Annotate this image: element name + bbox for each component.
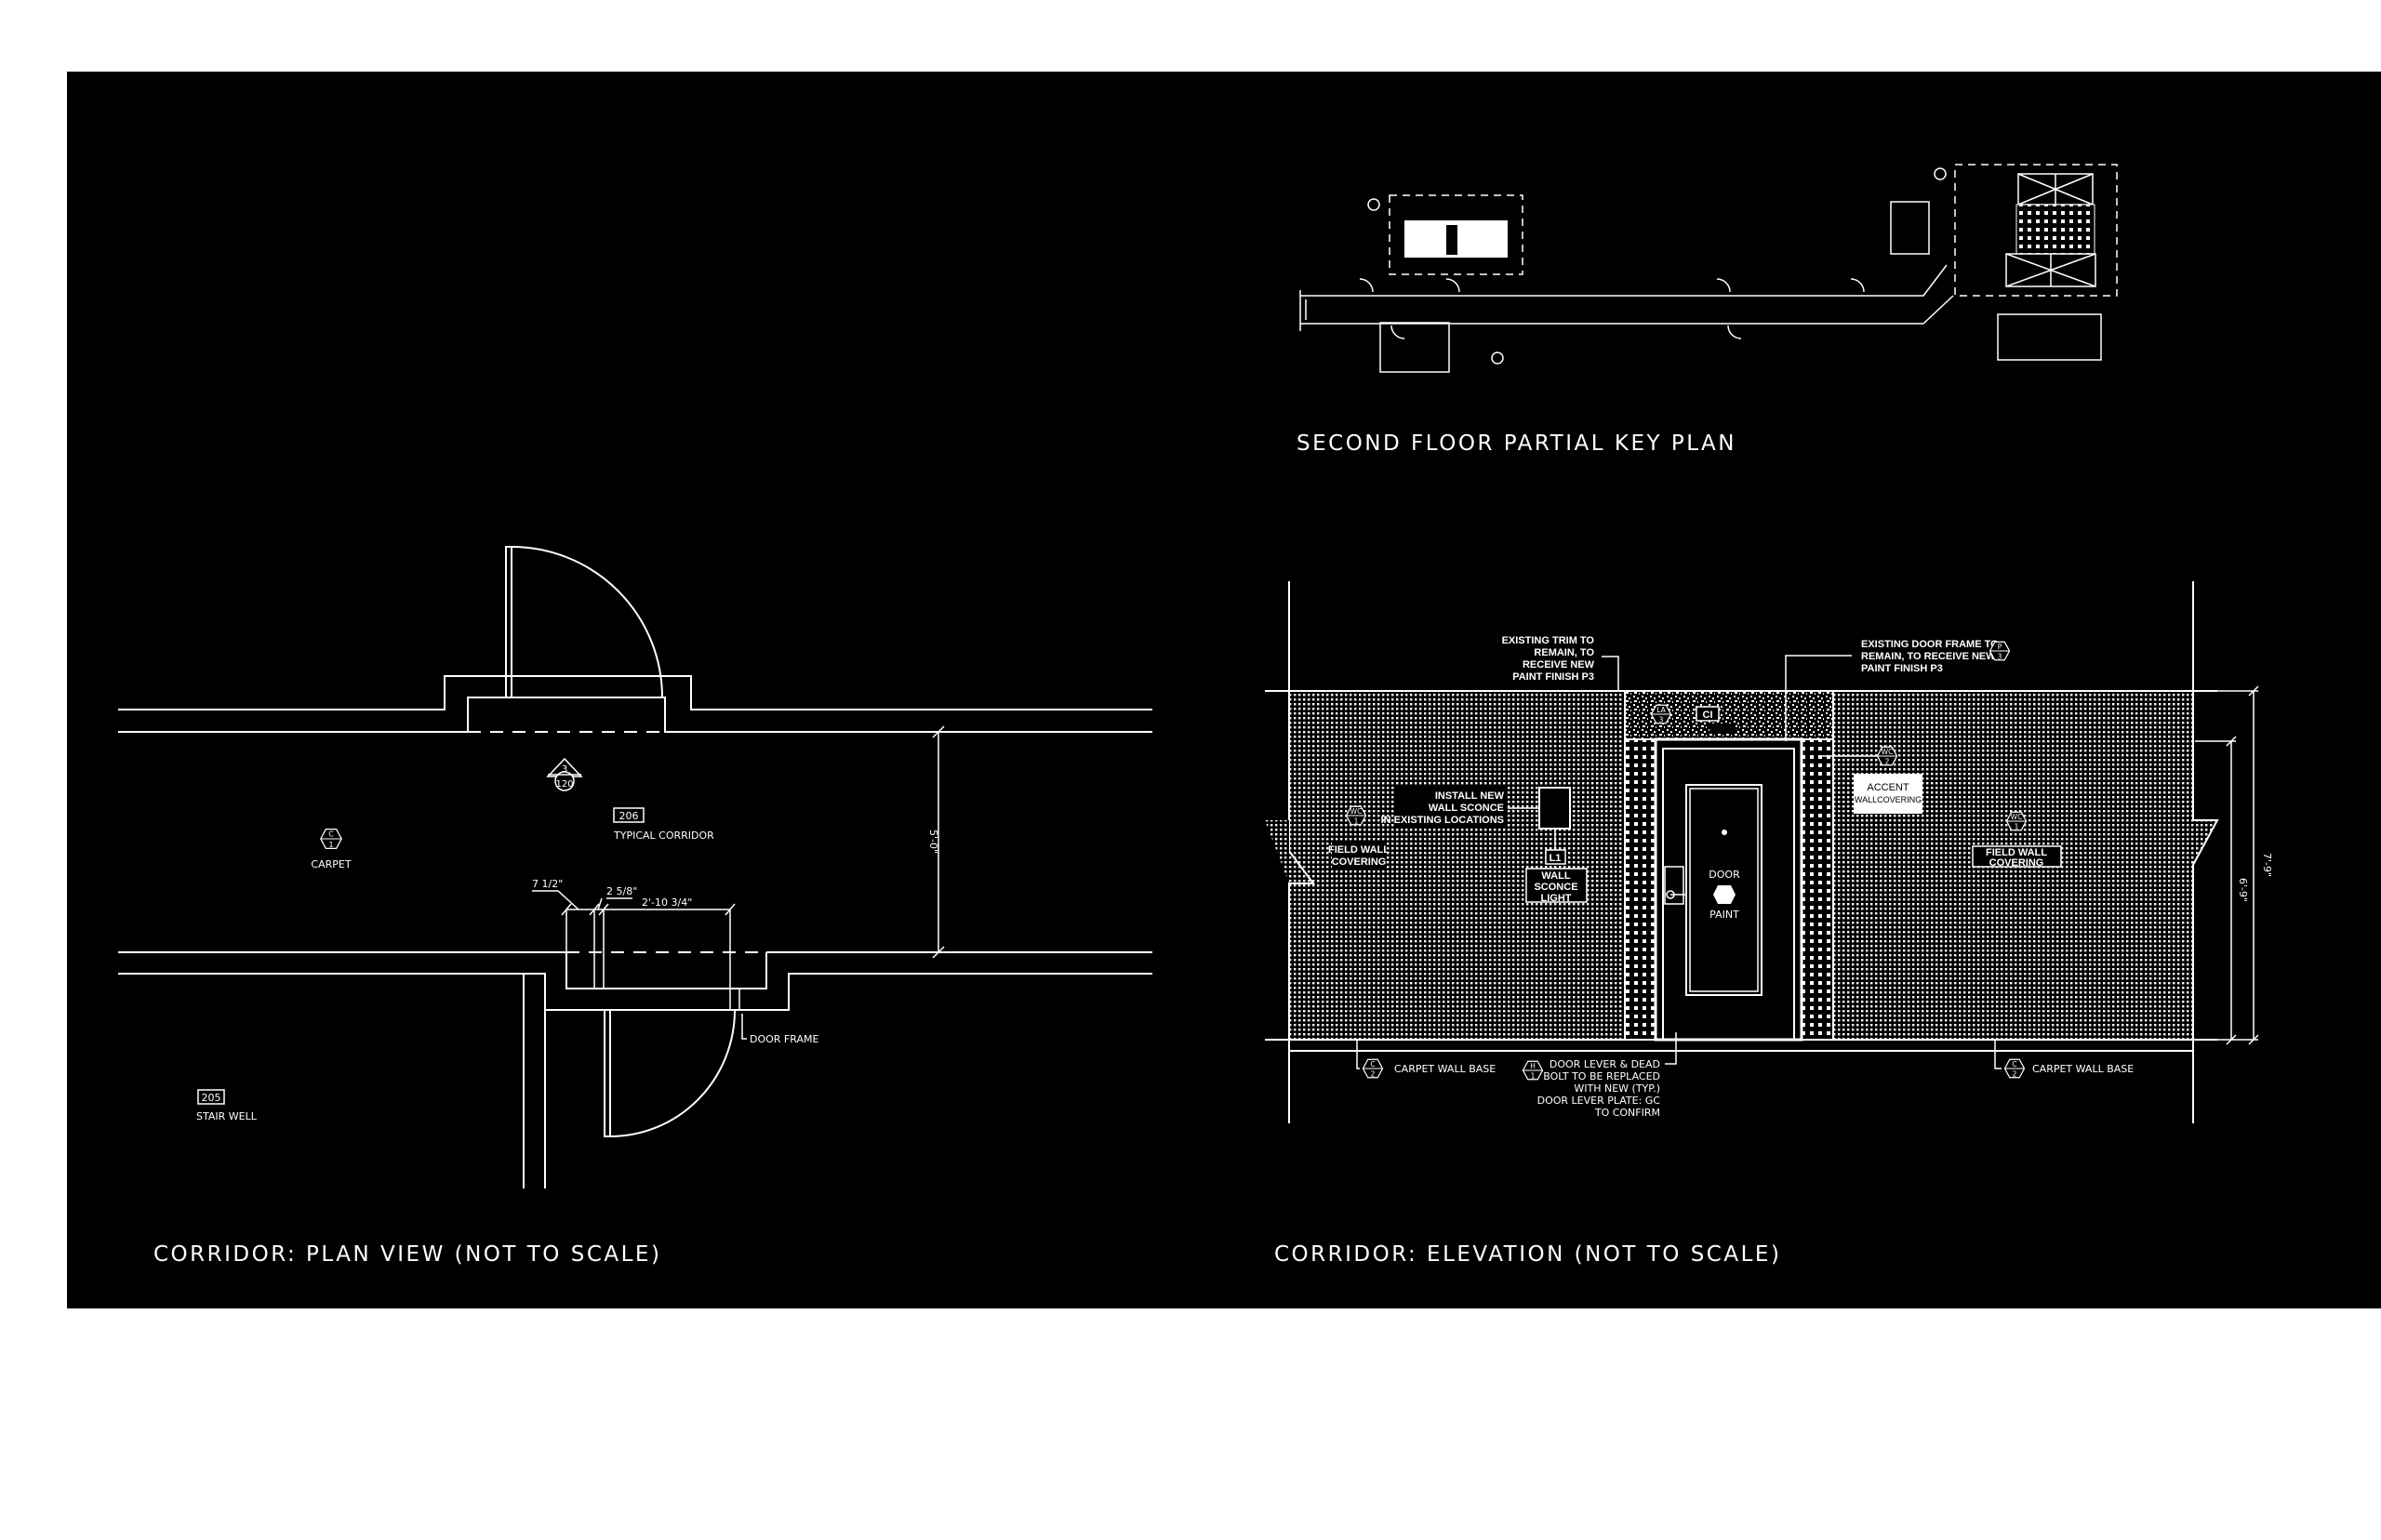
trim-note-line: EXISTING TRIM TO (1502, 635, 1595, 646)
field-label-line: FIELD WALL (1986, 847, 2047, 858)
dim-opening: 2'-10 3/4" (642, 896, 692, 909)
sconce-note-line: INSTALL NEW (1435, 790, 1505, 802)
carpet-label: CARPET (311, 858, 351, 870)
room-number-206: 206 (619, 810, 639, 822)
door-paint-label: PAINT (1709, 909, 1739, 921)
hardware-note-line: TO CONFIRM (1594, 1107, 1660, 1119)
accent-label-line: ACCENT (1867, 782, 1909, 793)
svg-text:3: 3 (562, 764, 567, 775)
svg-text:LA: LA (1656, 706, 1666, 714)
svg-text:120: 120 (555, 779, 573, 790)
sconce-label-line: SCONCE (1534, 882, 1577, 893)
accent-label-line: WALLCOVERING (1855, 795, 1922, 804)
dim-trim: 7 1/2" (532, 878, 563, 890)
base-label-right: CARPET WALL BASE (2032, 1063, 2134, 1075)
dim-door-height: 6'-9" (2237, 878, 2249, 902)
svg-text:WC: WC (1350, 807, 1363, 816)
base-hex-tag-left: C2 (1362, 1058, 1384, 1079)
svg-text:1: 1 (2015, 822, 2019, 830)
svg-text:WC: WC (1882, 748, 1894, 756)
svg-text:H: H (1530, 1062, 1536, 1070)
plan-view-linework (118, 546, 1152, 1188)
carpet-hex-tag: C 1 (320, 828, 342, 850)
trim-note-line: REMAIN, TO (1534, 647, 1594, 658)
ci-tag: CI (1703, 710, 1713, 721)
field-label-line: FIELD WALL (1328, 844, 1390, 856)
svg-text:C: C (328, 830, 334, 839)
room-name-205: STAIR WELL (196, 1110, 258, 1122)
field-hex-tag-left: WC1 (1345, 805, 1367, 826)
door-label: DOOR (1709, 869, 1740, 881)
base-label-left: CARPET WALL BASE (1394, 1063, 1496, 1075)
light-tag: L1 (1550, 853, 1562, 864)
hardware-hex-tag: H1 (1522, 1060, 1544, 1081)
hardware-note-line: BOLT TO BE REPLACED (1543, 1070, 1660, 1082)
svg-text:2: 2 (2013, 1069, 2017, 1078)
door-frame-label: DOOR FRAME (750, 1033, 818, 1045)
field-hex-tag-right: WC1 (2005, 811, 2028, 831)
svg-text:1: 1 (1531, 1071, 1536, 1080)
base-hex-tag-right: C2 (2003, 1058, 2026, 1079)
svg-text:C: C (1370, 1060, 1375, 1069)
frame-note-line: PAINT FINISH P3 (1861, 663, 1943, 674)
dim-corridor-width: 5'-0" (927, 830, 939, 854)
svg-text:WC: WC (2011, 813, 2023, 821)
svg-text:1: 1 (328, 841, 333, 849)
key-plan-title: SECOND FLOOR PARTIAL KEY PLAN (1297, 431, 1736, 456)
sconce-note-line: WALL SCONCE (1429, 803, 1504, 814)
room-number-205: 205 (202, 1092, 221, 1104)
svg-text:2: 2 (1885, 757, 1890, 765)
door-paint-hex-icon (1713, 885, 1736, 904)
svg-text:1: 1 (1354, 816, 1359, 825)
plan-view-title: CORRIDOR: PLAN VIEW (NOT TO SCALE) (153, 1242, 661, 1267)
frame-note-line: REMAIN, TO RECEIVE NEW (1861, 651, 1996, 662)
svg-text:C: C (2012, 1060, 2016, 1069)
svg-text:P: P (1998, 643, 2002, 651)
sconce-label-line: WALL (1541, 870, 1570, 882)
elevation-title: CORRIDOR: ELEVATION (NOT TO SCALE) (1274, 1242, 1781, 1267)
section-tag: 3 120 (546, 757, 583, 791)
dim-overall-height: 7'-9" (2261, 853, 2273, 877)
dim-frame: 2 5/8" (606, 885, 637, 897)
hardware-note-line: WITH NEW (TYP.) (1574, 1082, 1660, 1095)
frame-note-line: EXISTING DOOR FRAME TO (1861, 639, 1999, 650)
svg-text:2: 2 (1371, 1069, 1376, 1078)
paint-hex-tag: P3 (1989, 641, 2011, 661)
field-label-line: COVERING (1989, 857, 2044, 869)
hardware-note-line: DOOR LEVER PLATE: GC (1537, 1095, 1661, 1107)
room-name-206: TYPICAL CORRIDOR (613, 830, 714, 842)
key-plan (1299, 164, 2118, 373)
accent-hex-tag: WC2 (1876, 746, 1898, 766)
svg-text:3: 3 (1998, 652, 2002, 660)
sconce-label-line: LIGHT (1541, 893, 1572, 904)
trim-note-line: RECEIVE NEW (1523, 659, 1595, 670)
hardware-note-line: DOOR LEVER & DEAD (1550, 1058, 1660, 1070)
svg-text:3: 3 (1659, 715, 1664, 724)
sconce-note-line: IN EXISTING LOCATIONS (1381, 815, 1504, 826)
field-label-line: COVERING (1332, 856, 1387, 868)
header-hex-tag: LA3 (1650, 704, 1672, 724)
trim-note-line: PAINT FINISH P3 (1512, 671, 1594, 683)
